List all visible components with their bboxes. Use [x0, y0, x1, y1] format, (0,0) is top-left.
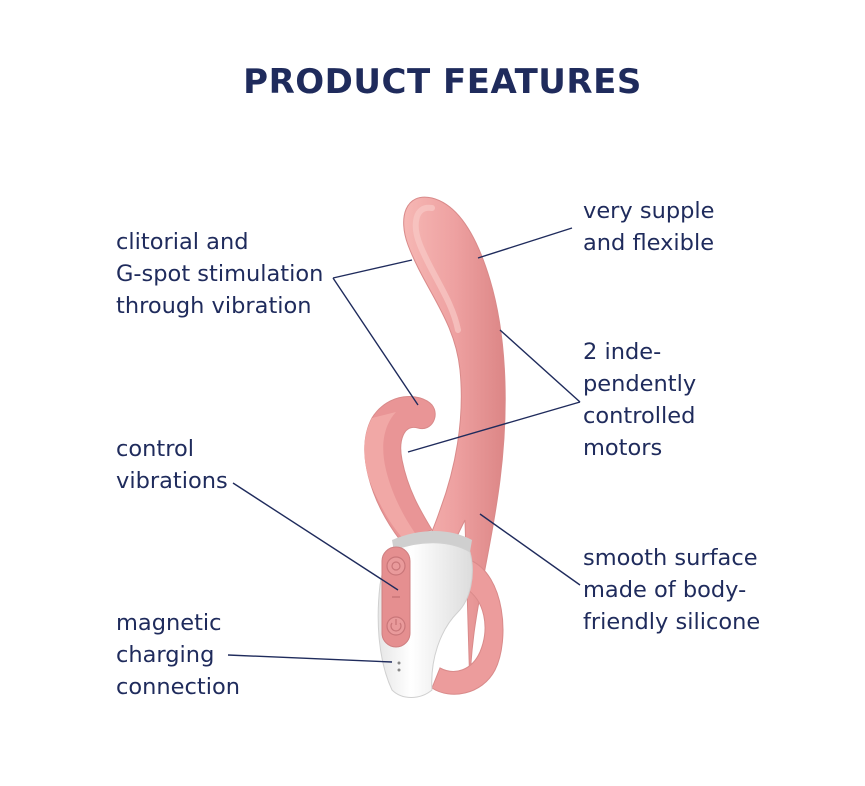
callout-control — [232, 482, 399, 591]
label-clitoral-gspot: clitorial and G-spot stimulation through… — [116, 229, 324, 319]
mode-button-icon[interactable] — [386, 556, 406, 576]
charging-contacts-icon — [397, 661, 401, 672]
callout-motors — [407, 329, 581, 453]
callout-surface — [479, 513, 581, 586]
callout-supple — [477, 227, 573, 259]
label-control-vibrations: control vibrations — [116, 436, 228, 494]
power-button-icon[interactable] — [386, 616, 406, 636]
label-smooth-surface: smooth surface made of body- friendly si… — [583, 545, 761, 635]
page-title: PRODUCT FEATURES — [243, 62, 642, 102]
callout-clitoral — [332, 259, 419, 406]
ring-loop — [431, 559, 504, 695]
callout-lines — [227, 227, 581, 663]
callout-charging — [227, 654, 393, 663]
label-magnetic-charging: magnetic charging connection — [116, 610, 240, 700]
label-motors: 2 inde- pendently controlled motors — [583, 339, 697, 461]
label-supple-flexible: very supple and flexible — [583, 198, 715, 256]
clitoral-loop-inner — [364, 412, 420, 545]
chrome-ring — [392, 531, 472, 552]
